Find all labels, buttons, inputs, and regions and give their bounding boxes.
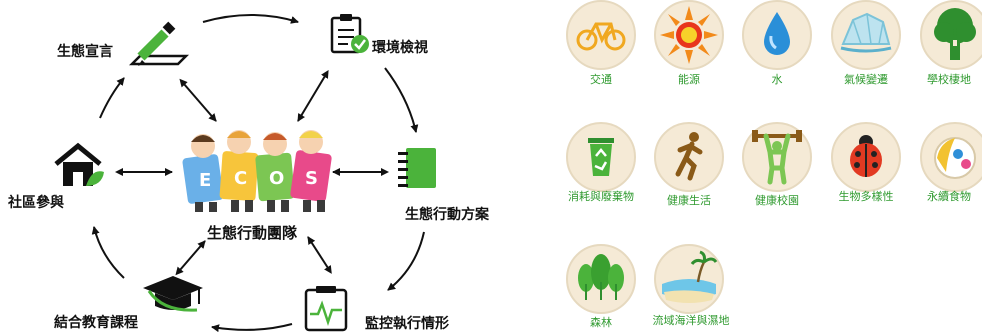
node-label-inspection: 環境檢視 [372, 40, 428, 56]
topic-label: 生物多樣性 [838, 190, 894, 203]
melting-ice-icon [831, 0, 901, 70]
weightlifter-icon [742, 122, 812, 192]
spoke-inspection [297, 69, 329, 122]
plate-icon [920, 122, 982, 192]
spoke-monitor [307, 236, 332, 274]
clipboard-check-icon [330, 14, 369, 54]
topic-label: 流域海洋與濕地 [652, 314, 730, 327]
notebook-icon [398, 148, 436, 188]
bicycle-icon [566, 0, 636, 70]
svg-text:E: E [199, 170, 211, 191]
house-leaf-icon [54, 142, 104, 186]
sun-icon [654, 0, 724, 70]
node-label-declaration: 生態宣言 [57, 44, 113, 60]
node-label-monitor: 監控執行情形 [365, 316, 449, 332]
beach-island-icon [654, 244, 724, 314]
topic-label: 交通 [590, 73, 612, 86]
ladybug-icon [831, 122, 901, 192]
cycle-arrow-declaration-to-inspection [202, 14, 299, 24]
cycle-arrow-monitor-to-curriculum [211, 323, 293, 333]
runner-icon [654, 122, 724, 192]
monitor-chart-icon [304, 286, 348, 332]
node-label-plan: 生態行動方案 [405, 207, 489, 223]
forest-icon [566, 244, 636, 314]
topic-label: 森林 [590, 316, 612, 329]
topic-label: 健康校園 [755, 194, 799, 207]
spoke-declaration [179, 78, 217, 122]
cycle-arrow-curriculum-to-community [91, 226, 125, 279]
svg-text:S: S [305, 168, 318, 189]
cycle-diagram: E C O S [54, 14, 436, 333]
center-label: 生態行動團隊 [207, 224, 298, 242]
spoke-curriculum [175, 240, 206, 276]
tree-habitat-icon [920, 0, 982, 70]
topic-label: 能源 [678, 73, 700, 86]
team-children-icon: E C O S [182, 130, 332, 212]
recycle-bin-icon [566, 122, 636, 192]
pencil-paper-icon [128, 21, 190, 66]
svg-text:O: O [269, 168, 284, 189]
node-label-curriculum: 結合教育課程 [54, 315, 138, 331]
topic-label: 健康生活 [667, 194, 711, 207]
cycle-arrow-plan-to-monitor [387, 231, 425, 291]
node-label-community: 社區參與 [8, 195, 64, 211]
cycle-arrow-inspection-to-plan [384, 67, 419, 133]
topic-label: 學校棲地 [927, 73, 971, 86]
topic-label: 水 [771, 73, 783, 86]
graduation-cap-icon [143, 276, 203, 312]
svg-text:C: C [234, 168, 247, 189]
topic-label: 消耗與廢棄物 [568, 190, 634, 203]
topic-label: 氣候變遷 [844, 73, 888, 86]
water-drop-icon [742, 0, 812, 70]
cycle-arrow-community-to-declaration [99, 77, 125, 119]
topic-label: 永續食物 [927, 190, 971, 203]
